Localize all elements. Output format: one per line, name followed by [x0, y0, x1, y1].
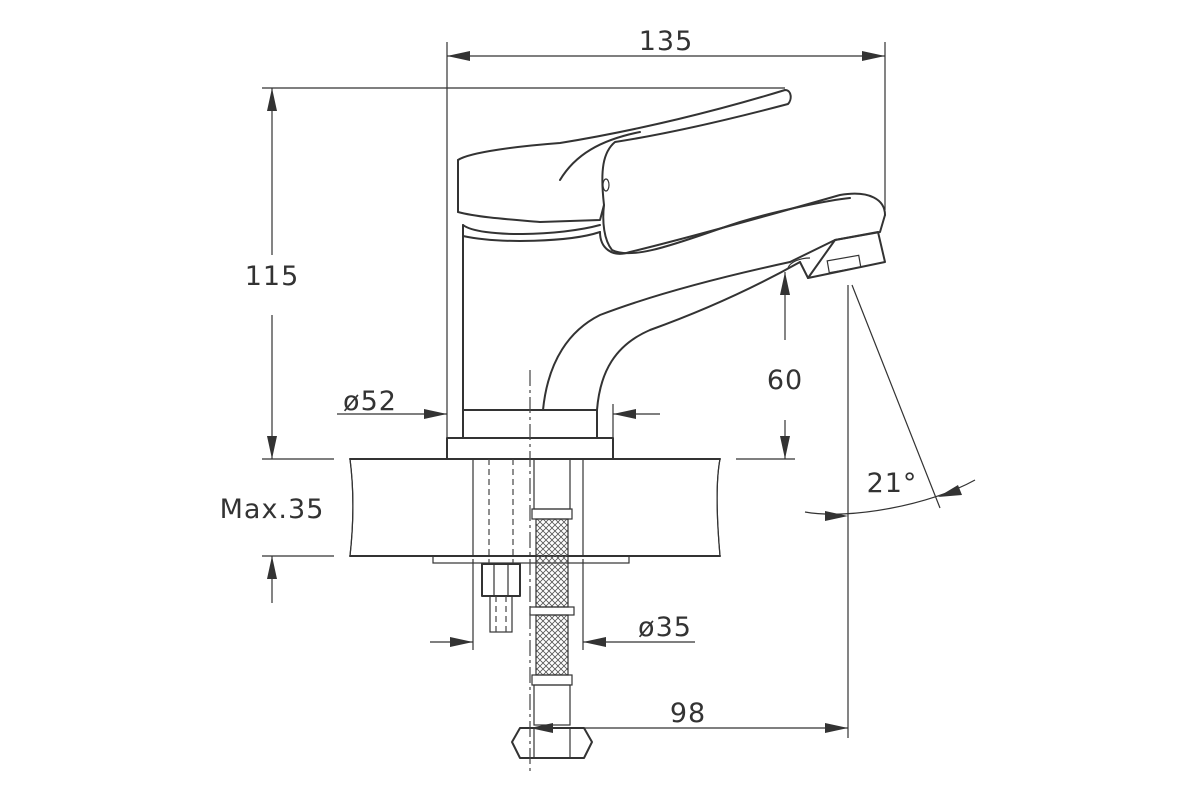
- dim-spout-reach: 98: [670, 698, 706, 729]
- dim-spout-height: 60: [767, 365, 803, 396]
- dim-spout-angle: 21°: [867, 468, 918, 499]
- dimension-lines: [262, 42, 976, 738]
- mounting-stud: [481, 459, 521, 633]
- dim-base-diameter: ø52: [343, 386, 397, 417]
- faucet-body: [446, 192, 886, 460]
- dim-hole-diameter: ø35: [638, 612, 692, 643]
- dim-max-thickness: Max.35: [220, 494, 325, 525]
- dim-overall-height: 115: [245, 261, 300, 292]
- countertop-section: [349, 457, 721, 564]
- lever-handle: [457, 89, 851, 255]
- dim-overall-width: 135: [639, 26, 694, 57]
